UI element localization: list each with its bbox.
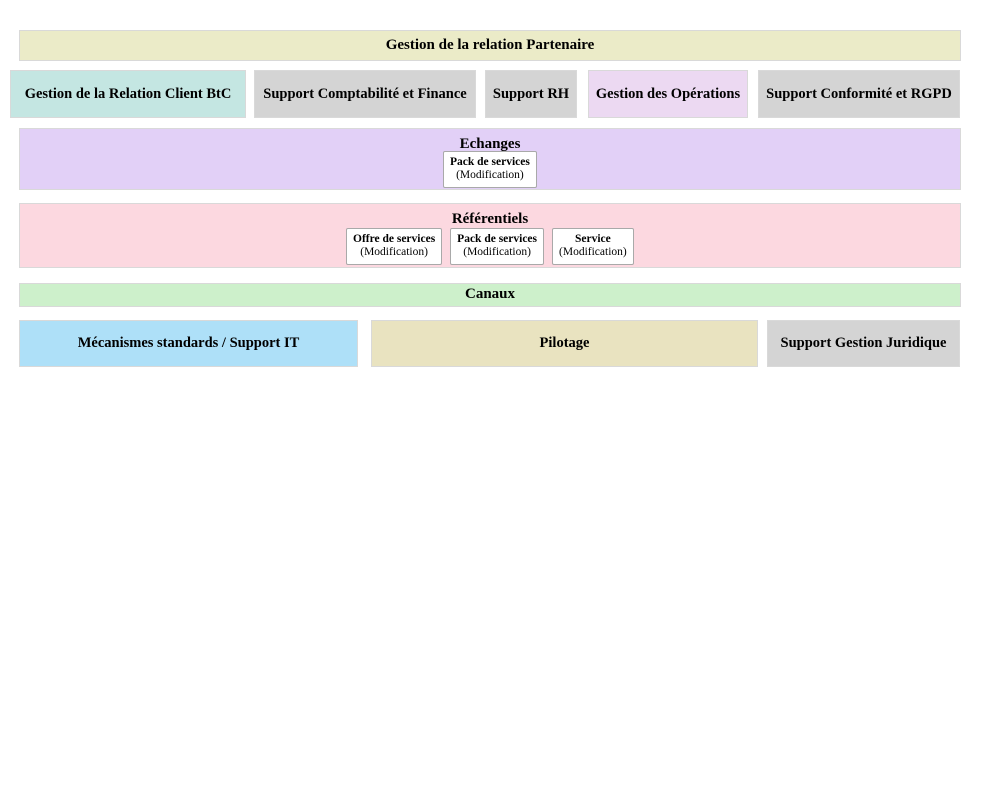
capability-tile-support-rh[interactable]: Support RH	[485, 70, 577, 118]
item-state: (Modification)	[463, 246, 531, 259]
band-echanges-label: Echanges	[459, 136, 521, 152]
capability-tile-support-comptabilite-finance[interactable]: Support Comptabilité et Finance	[254, 70, 476, 118]
item-state: (Modification)	[360, 246, 428, 259]
referentiels-item-pack-de-services[interactable]: Pack de services (Modification)	[450, 228, 545, 266]
capability-tile-label: Pilotage	[539, 335, 590, 352]
item-name: Pack de services	[450, 156, 530, 168]
capability-tile-pilotage[interactable]: Pilotage	[371, 320, 758, 367]
band-canaux-label: Canaux	[464, 286, 516, 303]
referentiels-item-offre-de-services[interactable]: Offre de services (Modification)	[346, 228, 443, 266]
capability-tile-label: Support Comptabilité et Finance	[263, 85, 467, 102]
capability-tile-label: Gestion des Opérations	[595, 85, 741, 102]
item-state: (Modification)	[559, 246, 627, 259]
capability-tile-label: Gestion de la Relation Client BtC	[24, 85, 232, 102]
capability-tile-label: Support RH	[492, 85, 570, 102]
referentiels-items-row: Offre de services (Modification) Pack de…	[346, 228, 634, 266]
item-state: (Modification)	[456, 169, 524, 182]
capability-tile-support-conformite-rgpd[interactable]: Support Conformité et RGPD	[758, 70, 960, 118]
item-name: Pack de services	[457, 233, 538, 245]
band-canaux[interactable]: Canaux	[19, 283, 961, 307]
capability-tile-gestion-relation-client-btc[interactable]: Gestion de la Relation Client BtC	[10, 70, 246, 118]
capability-tile-support-gestion-juridique[interactable]: Support Gestion Juridique	[767, 320, 960, 367]
echanges-items-row: Pack de services (Modification)	[443, 151, 537, 189]
referentiels-item-service[interactable]: Service (Modification)	[552, 228, 634, 266]
capability-tile-gestion-des-operations[interactable]: Gestion des Opérations	[588, 70, 748, 118]
capability-tile-label: Support Gestion Juridique	[780, 335, 947, 352]
band-gestion-relation-partenaire[interactable]: Gestion de la relation Partenaire	[19, 30, 961, 61]
capability-tile-mecanismes-standards-support-it[interactable]: Mécanismes standards / Support IT	[19, 320, 358, 367]
capability-tile-label: Mécanismes standards / Support IT	[77, 335, 300, 352]
echanges-item-pack-de-services[interactable]: Pack de services (Modification)	[443, 151, 537, 189]
item-name: Service	[574, 233, 611, 245]
capability-tile-label: Support Conformité et RGPD	[766, 85, 952, 102]
item-name: Offre de services	[353, 233, 436, 245]
band-header-label: Gestion de la relation Partenaire	[385, 36, 595, 53]
band-referentiels-label: Référentiels	[451, 211, 529, 227]
